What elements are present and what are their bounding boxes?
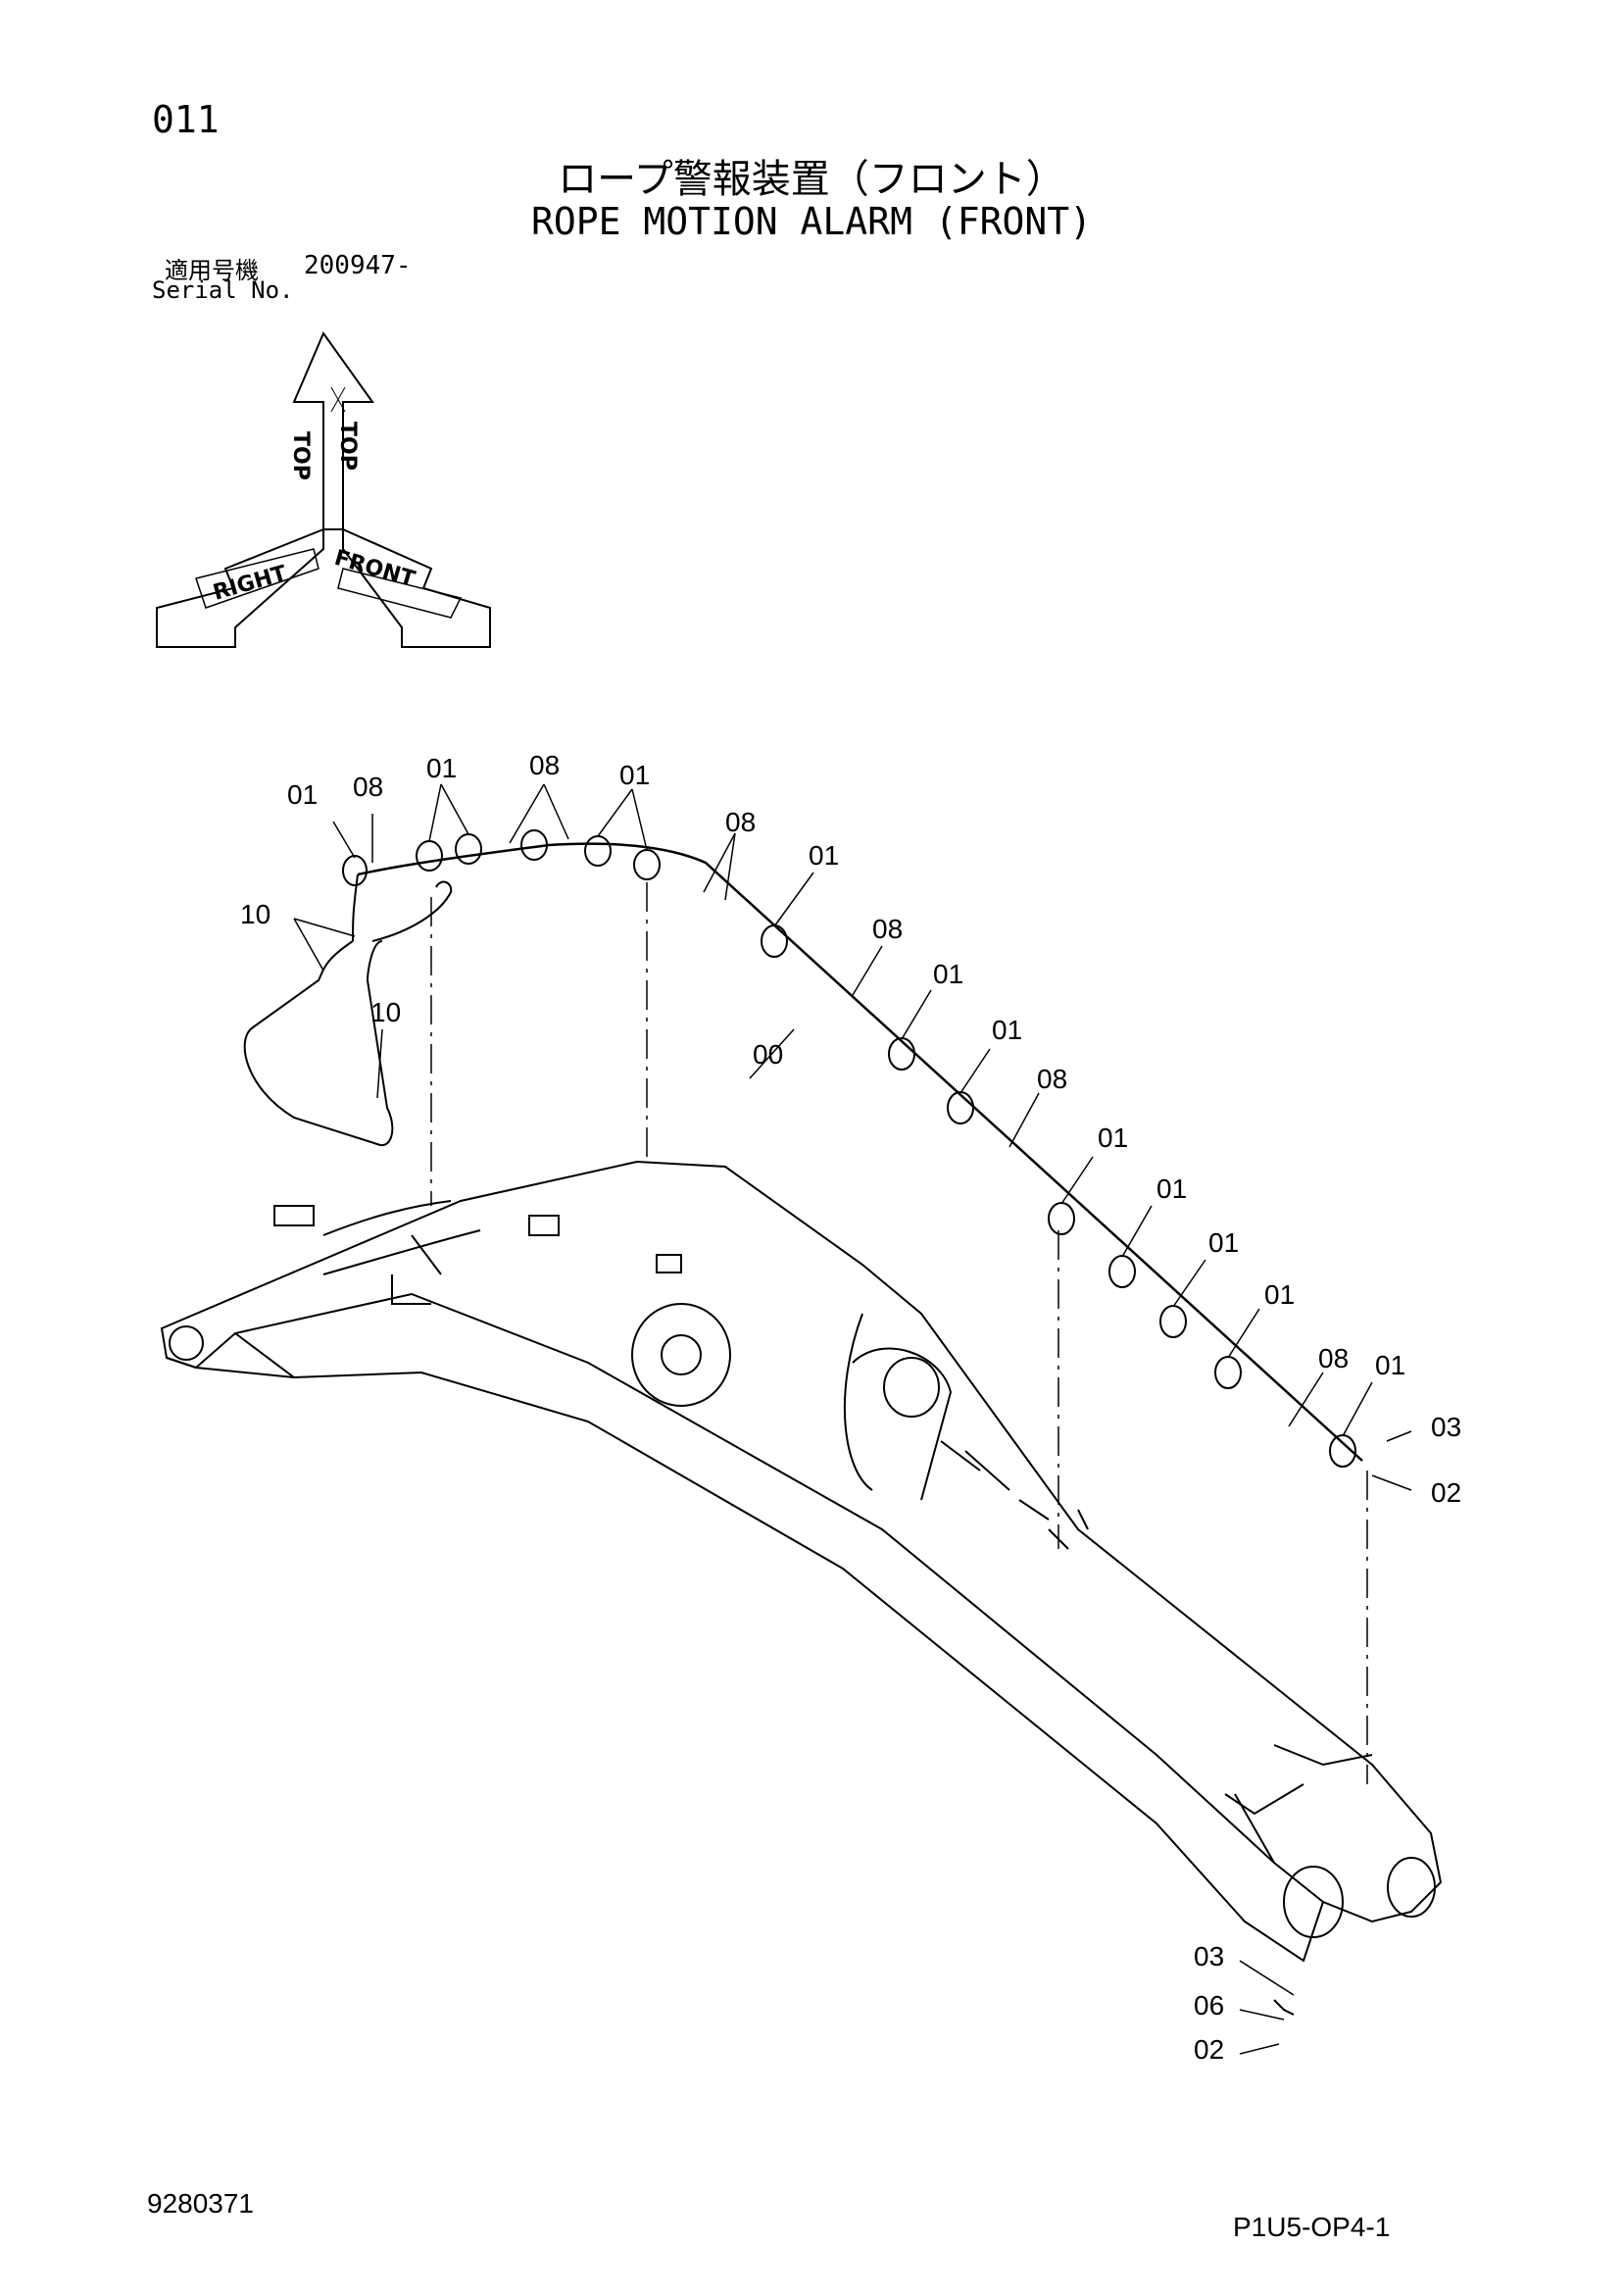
callout-c17: 01 [1208, 1227, 1239, 1258]
callout-c21: 03 [1431, 1412, 1461, 1442]
callout-c24: 06 [1194, 1990, 1224, 2021]
orientation-top-label-outline: TOP [335, 422, 360, 471]
orientation-front-label: FRONT [331, 546, 418, 592]
page-title-english: ROPE MOTION ALARM (FRONT) [531, 200, 1092, 243]
callout-c11: 00 [753, 1039, 783, 1070]
drawing-number: 9280371 [147, 2188, 255, 2219]
callout-c8: 10 [240, 899, 270, 929]
callout-c15: 01 [1098, 1123, 1128, 1153]
callout-c7: 01 [809, 840, 839, 871]
callout-c3: 01 [426, 753, 457, 783]
rope-alarm-harness [243, 842, 1363, 1462]
callout-c1: 01 [287, 779, 318, 810]
callout-c9: 10 [370, 997, 401, 1027]
serial-number-value: 200947- [304, 251, 412, 280]
callout-c12: 01 [933, 959, 963, 989]
page-number: 011 [152, 98, 220, 141]
clamp-rings [342, 829, 1356, 1468]
serial-label-japanese: 適用号機 [165, 257, 259, 284]
orientation-arrows-icon: TOP TOP RIGHT FRONT [156, 330, 491, 648]
callout-c13: 01 [992, 1015, 1022, 1045]
callout-c2: 08 [353, 772, 383, 802]
callout-c5: 01 [619, 760, 650, 790]
callout-c4: 08 [529, 750, 560, 780]
callout-c14: 08 [1037, 1064, 1067, 1094]
callout-c16: 01 [1156, 1173, 1187, 1204]
orientation-top-label: TOP [288, 431, 313, 480]
serial-label-english: Serial No. [152, 276, 294, 304]
callout-c18: 01 [1264, 1279, 1295, 1310]
callout-c6: 08 [725, 807, 756, 837]
callout-c25: 02 [1194, 2034, 1224, 2065]
callout-c22: 02 [1431, 1477, 1461, 1508]
callout-c10: 08 [872, 914, 903, 944]
callout-c19: 08 [1318, 1343, 1349, 1373]
orientation-right-label: RIGHT [211, 562, 290, 606]
callout-labels: 01 08 01 08 01 08 01 10 10 08 00 01 01 0… [240, 750, 1461, 2065]
alignment-lines [430, 882, 1368, 1784]
callout-c20: 01 [1375, 1350, 1405, 1380]
page-title-japanese: ロープ警報装置（フロント） [558, 157, 1065, 202]
leader-lines [293, 783, 1412, 2055]
callout-c23: 03 [1194, 1941, 1224, 1972]
boom-structure [160, 1160, 1443, 2016]
sheet-code: P1U5-OP4-1 [1233, 2212, 1391, 2242]
